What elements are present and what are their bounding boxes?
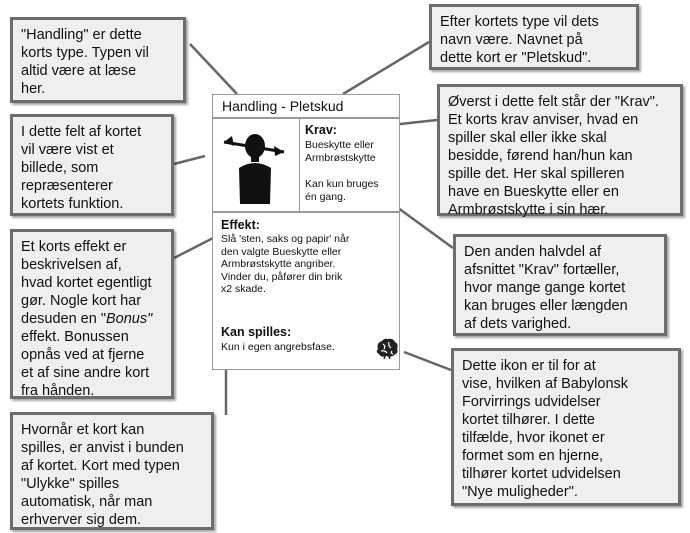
callout-card-name: Efter kortets type vil dets navn være. N…	[429, 4, 639, 70]
callout-krav: Øverst i dette felt står der "Krav". Et …	[437, 84, 683, 218]
connector-effect	[173, 234, 218, 260]
callout-krav-text: Øverst i dette felt står der "Krav". Et …	[448, 94, 659, 218]
krav-usage: Kan kun bruges én gang.	[305, 178, 379, 203]
callout-expansion-icon-text: Dette ikon er til for at vise, hvilken a…	[462, 358, 629, 500]
callout-when-playable: Hvornår et kort kan spilles, er anvist i…	[10, 412, 214, 530]
callout-card-type: "Handling" er dette korts type. Typen vi…	[10, 17, 186, 103]
callout-expansion-icon: Dette ikon er til for at vise, hvilken a…	[451, 348, 681, 506]
callout-card-image-text: I dette felt af kortet vil være vist et …	[21, 124, 142, 212]
callout-effect-bonus: Bonus"	[105, 311, 153, 327]
connector-name	[342, 40, 430, 96]
archer-arrow-head-icon	[223, 134, 285, 204]
krav-text: Bueskytte eller Armbrøstskytte	[305, 139, 376, 164]
brain-icon	[376, 338, 398, 359]
krav-heading: Krav:	[305, 123, 337, 137]
callout-card-image: I dette felt af kortet vil være vist et …	[10, 114, 174, 216]
kan-spilles-heading: Kan spilles:	[221, 325, 292, 339]
connector-image	[173, 154, 206, 166]
card-title: Handling - Pletskud	[212, 94, 400, 118]
callout-krav-second-half: Den anden halvdel af afsnittet "Krav" fo…	[453, 234, 667, 336]
kan-spilles-text: Kun i egen angrebsfase.	[221, 341, 335, 353]
effekt-heading: Effekt:	[221, 218, 260, 232]
callout-card-type-text: "Handling" er dette korts type. Typen vi…	[21, 27, 149, 97]
connector-type	[189, 43, 238, 95]
callout-effect-text-2: effekt. Bonussen opnås ved at fjerne et …	[21, 329, 150, 399]
callout-when-playable-text: Hvornår et kort kan spilles, er anvist i…	[21, 422, 184, 528]
callout-krav-second-half-text: Den anden halvdel af afsnittet "Krav" fo…	[464, 244, 628, 332]
effekt-text: Slå 'sten, saks og papir' når den valgte…	[221, 233, 350, 295]
callout-card-name-text: Efter kortets type vil dets navn være. N…	[440, 14, 599, 66]
callout-effect-text-1: Et korts effekt er beskrivelsen af, hvad…	[21, 239, 152, 327]
connector-icon	[403, 350, 452, 372]
card-image-area	[212, 118, 300, 212]
card-lower-section	[212, 212, 400, 370]
callout-effect: Et korts effekt er beskrivelsen af, hvad…	[10, 229, 174, 399]
